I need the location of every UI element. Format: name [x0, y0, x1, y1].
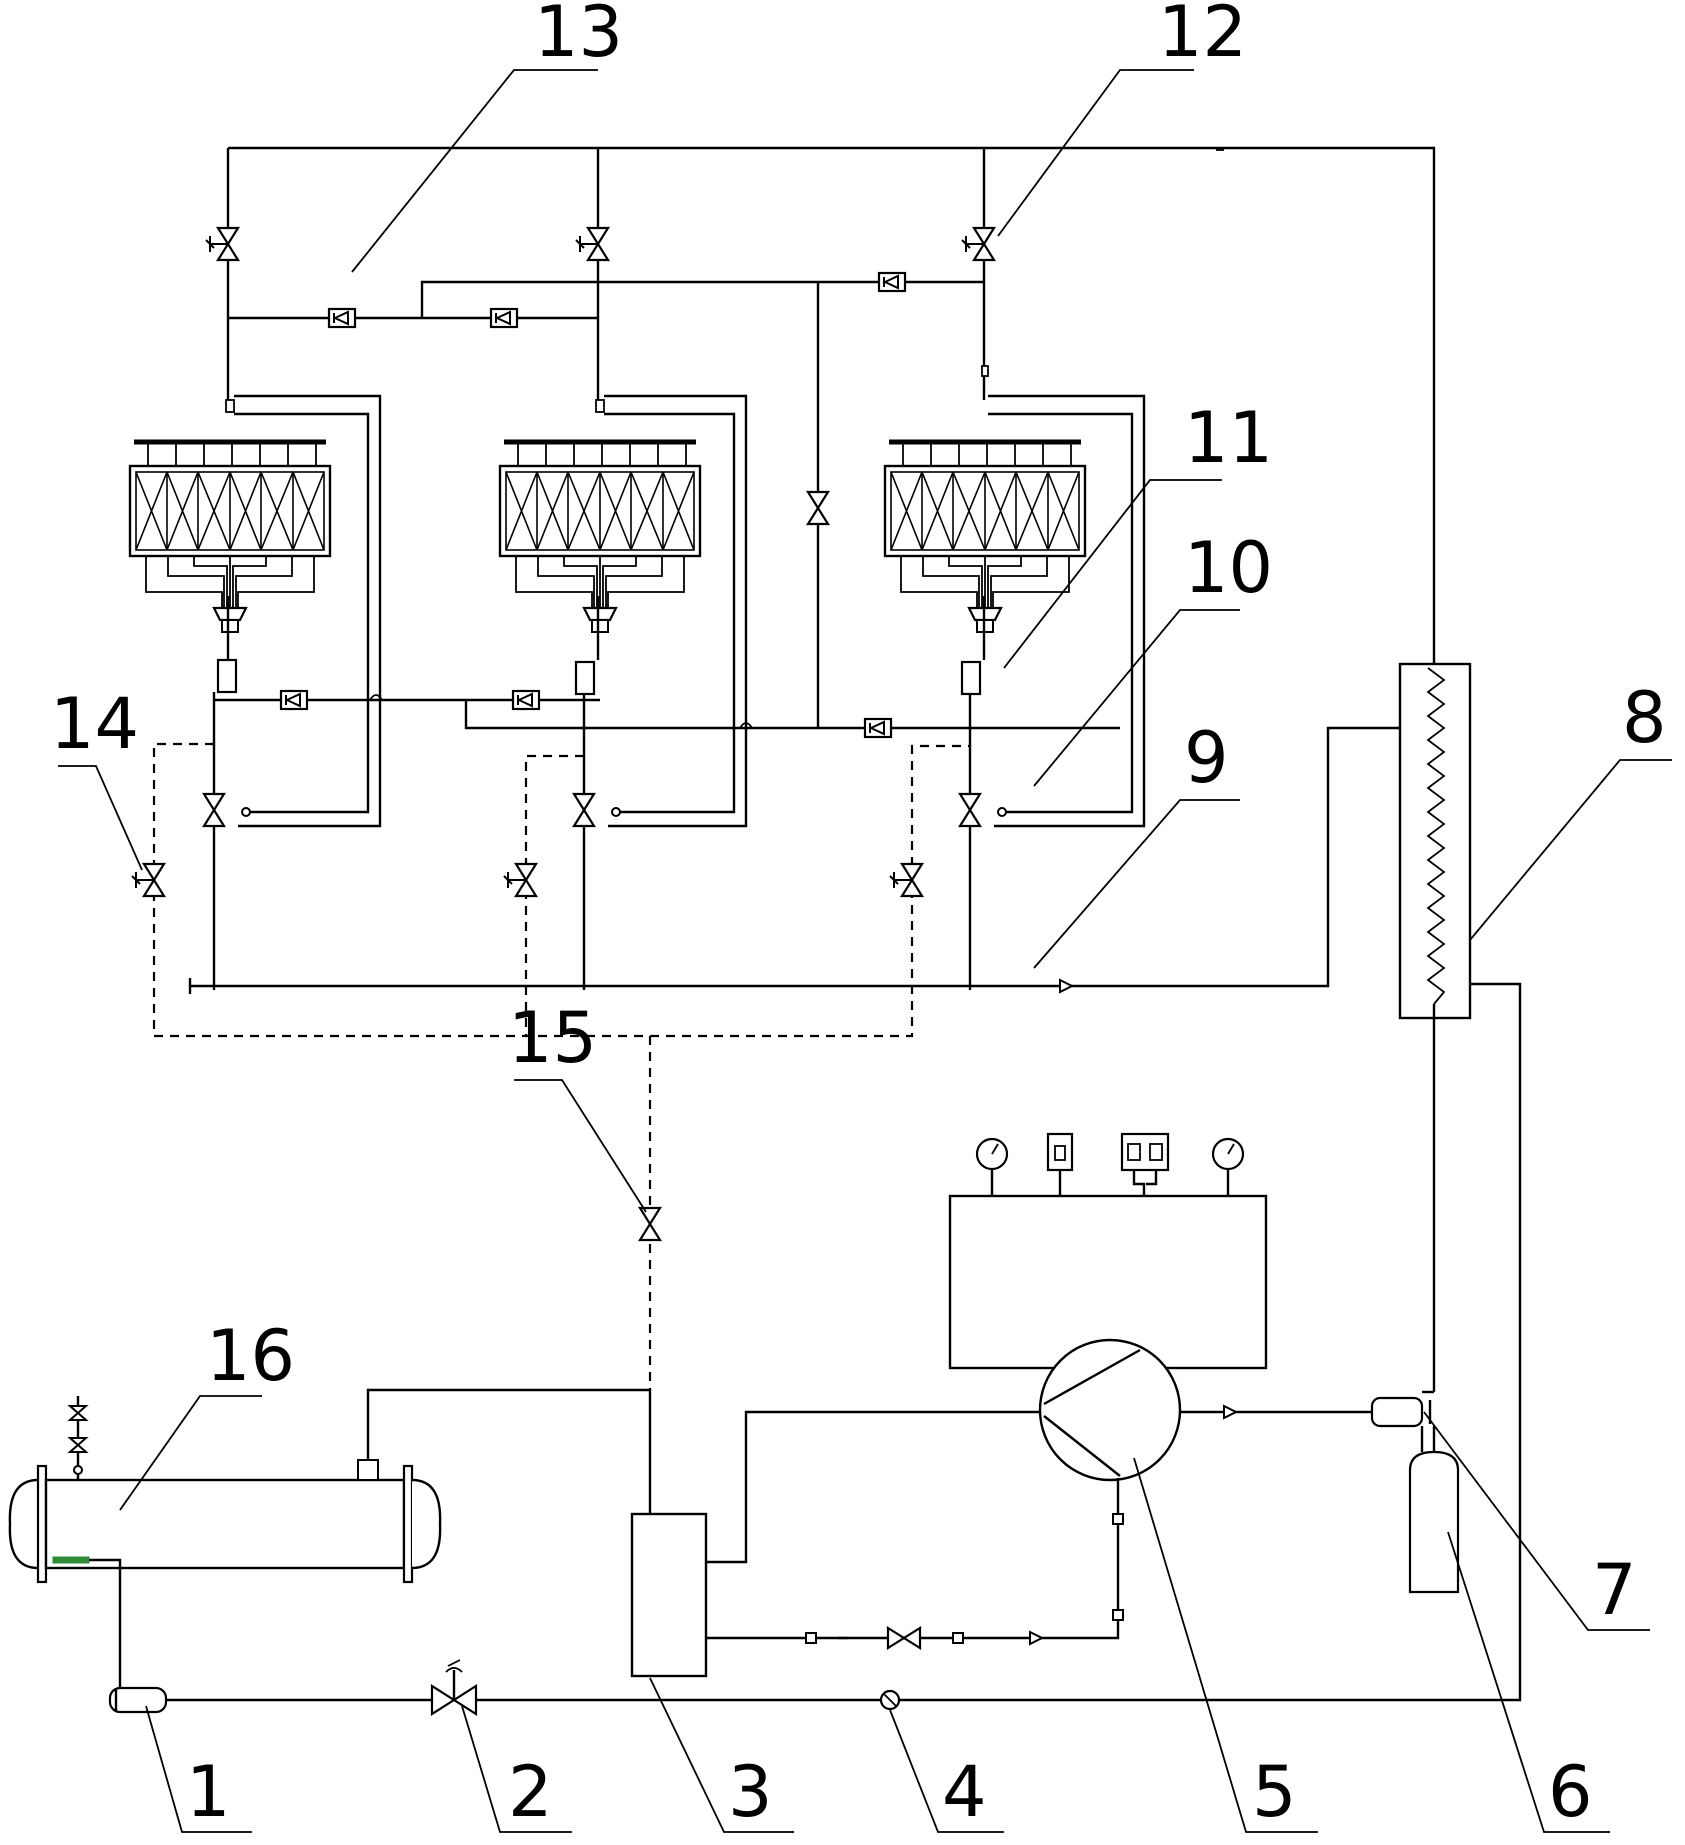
evaporator-piping	[226, 366, 1144, 826]
control-panel	[950, 1134, 1266, 1368]
label-6: 6	[1548, 1751, 1593, 1833]
compressor	[706, 1340, 1372, 1644]
oil-return-valve	[888, 1628, 920, 1648]
label-9: 9	[1184, 717, 1229, 799]
label-8: 8	[1622, 677, 1667, 759]
shell-tube-condenser	[10, 1396, 440, 1700]
evaporator-2	[500, 442, 700, 632]
evaporator-1	[130, 442, 330, 632]
check-valve-b	[491, 309, 517, 327]
label-1: 1	[186, 1751, 231, 1833]
label-4: 4	[942, 1751, 987, 1833]
liquid-branch-2	[466, 596, 1120, 990]
label-11: 11	[1184, 397, 1273, 479]
label-12: 12	[1158, 0, 1247, 73]
drain-main-valve	[640, 1208, 660, 1240]
top-valve-1	[206, 228, 238, 260]
liquid-valve-1	[204, 794, 224, 826]
top-valve-2	[576, 228, 608, 260]
label-10: 10	[1184, 527, 1273, 609]
label-2: 2	[508, 1751, 553, 1833]
receiver	[1410, 1426, 1458, 1592]
label-7: 7	[1592, 1549, 1637, 1631]
label-14: 14	[50, 683, 139, 765]
bypass-valve	[808, 492, 828, 524]
liquid-valve-2	[574, 794, 594, 826]
label-15: 15	[508, 997, 597, 1079]
oil-separator	[1372, 1392, 1434, 1452]
check-valve-e	[281, 691, 307, 709]
check-valve-c	[879, 273, 905, 291]
top-valve-3	[962, 228, 994, 260]
drain-valve-2	[504, 864, 536, 896]
liquid-branch-1	[214, 596, 600, 990]
drain-valve-1	[132, 864, 164, 896]
label-3: 3	[728, 1751, 773, 1833]
expansion-valve	[432, 1660, 476, 1714]
drain-valve-3	[890, 864, 922, 896]
check-valve-a	[329, 309, 355, 327]
check-valve-f	[865, 719, 891, 737]
label-13: 13	[534, 0, 623, 73]
label-5: 5	[1252, 1751, 1297, 1833]
liquid-valve-3	[960, 794, 980, 826]
label-16: 16	[206, 1315, 295, 1397]
check-valve-d	[513, 691, 539, 709]
